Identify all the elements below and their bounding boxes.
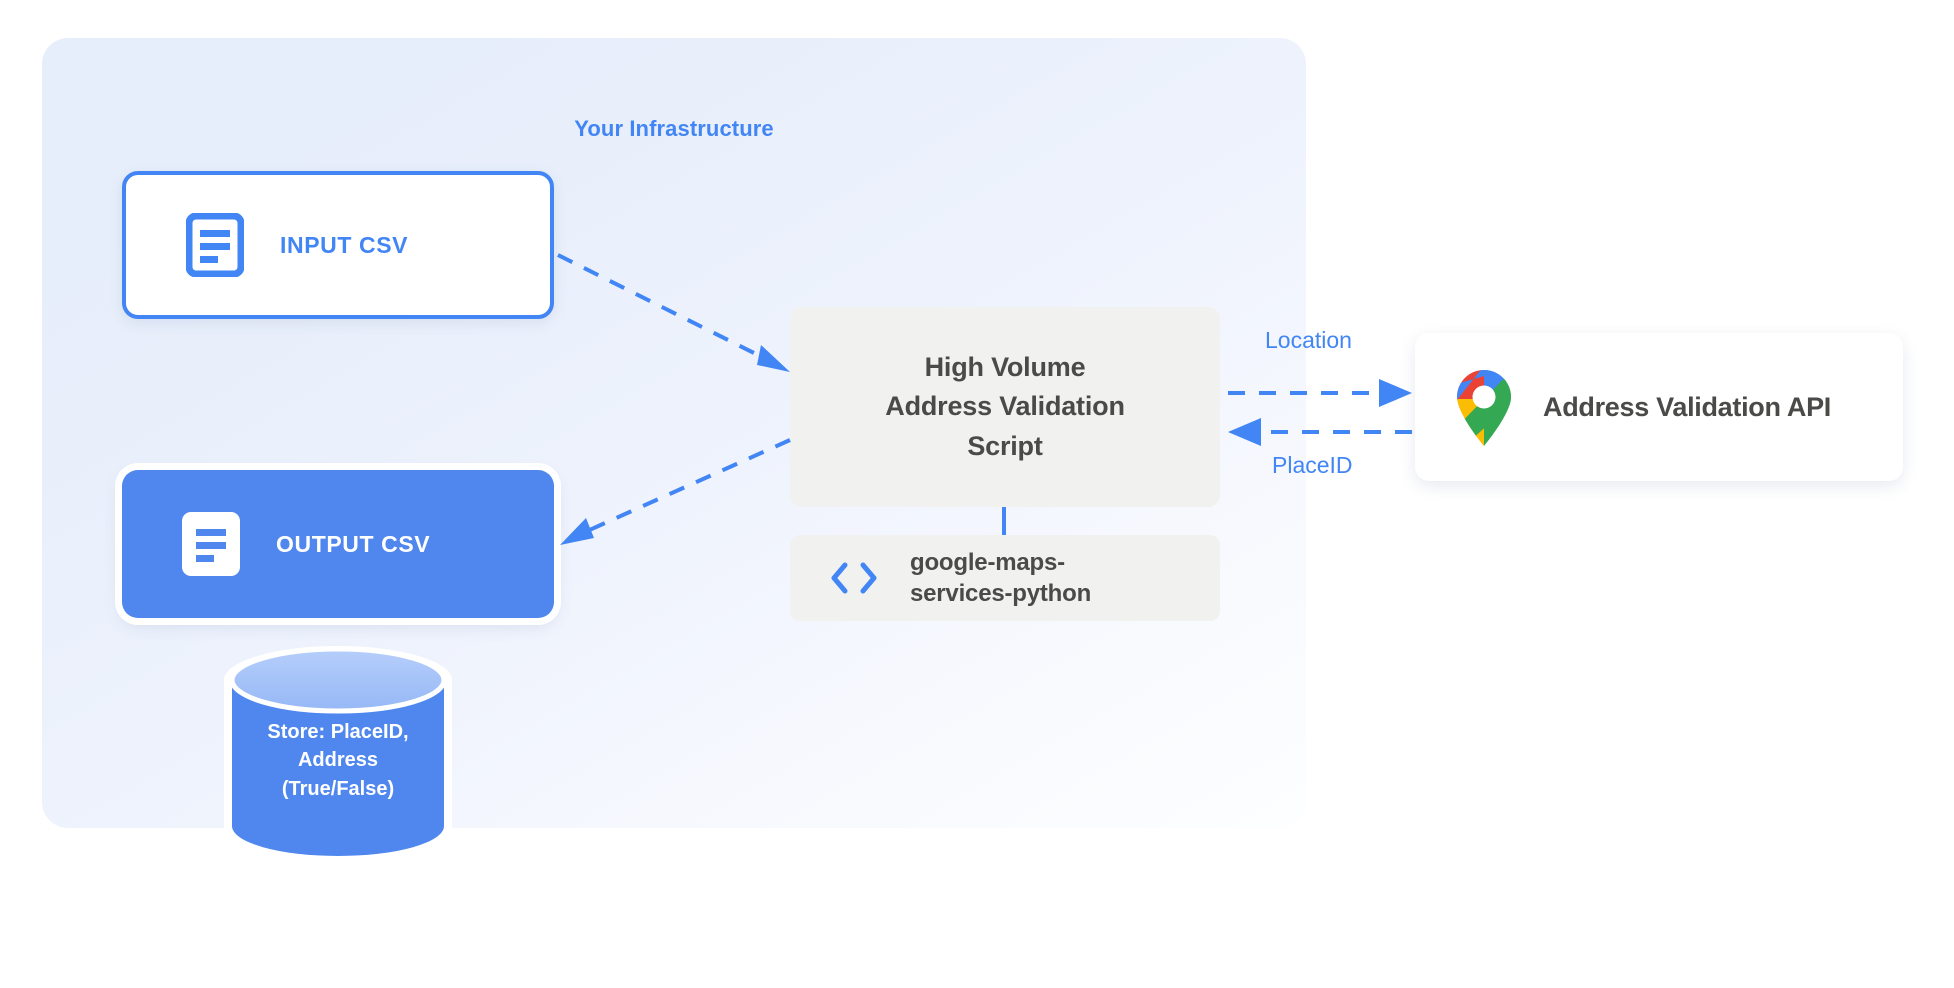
node-script[interactable]: High Volume Address Validation Script: [790, 307, 1220, 507]
script-label-line-2: Address Validation: [885, 391, 1125, 422]
library-label-line-2: services-python: [910, 580, 1092, 607]
document-icon: [182, 512, 240, 576]
node-output-csv[interactable]: OUTPUT CSV: [122, 470, 554, 618]
node-database[interactable]: [218, 640, 458, 868]
output-csv-label: OUTPUT CSV: [276, 530, 431, 557]
edge-script-to-library: [1002, 507, 1006, 537]
edge-label-placeid: PlaceID: [1272, 452, 1353, 478]
code-brackets-icon: [828, 560, 880, 596]
library-label: google-maps- services-python: [910, 547, 1091, 609]
api-label: Address Validation API: [1543, 391, 1831, 422]
script-label-line-1: High Volume: [924, 352, 1086, 383]
node-library[interactable]: google-maps- services-python: [790, 535, 1220, 621]
google-maps-pin-icon: [1453, 367, 1515, 447]
script-label-line-3: Script: [967, 430, 1043, 461]
node-input-csv[interactable]: INPUT CSV: [122, 171, 554, 319]
document-icon: [185, 212, 245, 278]
infrastructure-title: Your Infrastructure: [574, 116, 774, 141]
node-address-validation-api[interactable]: Address Validation API: [1415, 333, 1903, 481]
edge-label-location: Location: [1265, 327, 1352, 353]
library-label-line-1: google-maps-: [910, 548, 1065, 576]
input-csv-label: INPUT CSV: [280, 231, 409, 258]
